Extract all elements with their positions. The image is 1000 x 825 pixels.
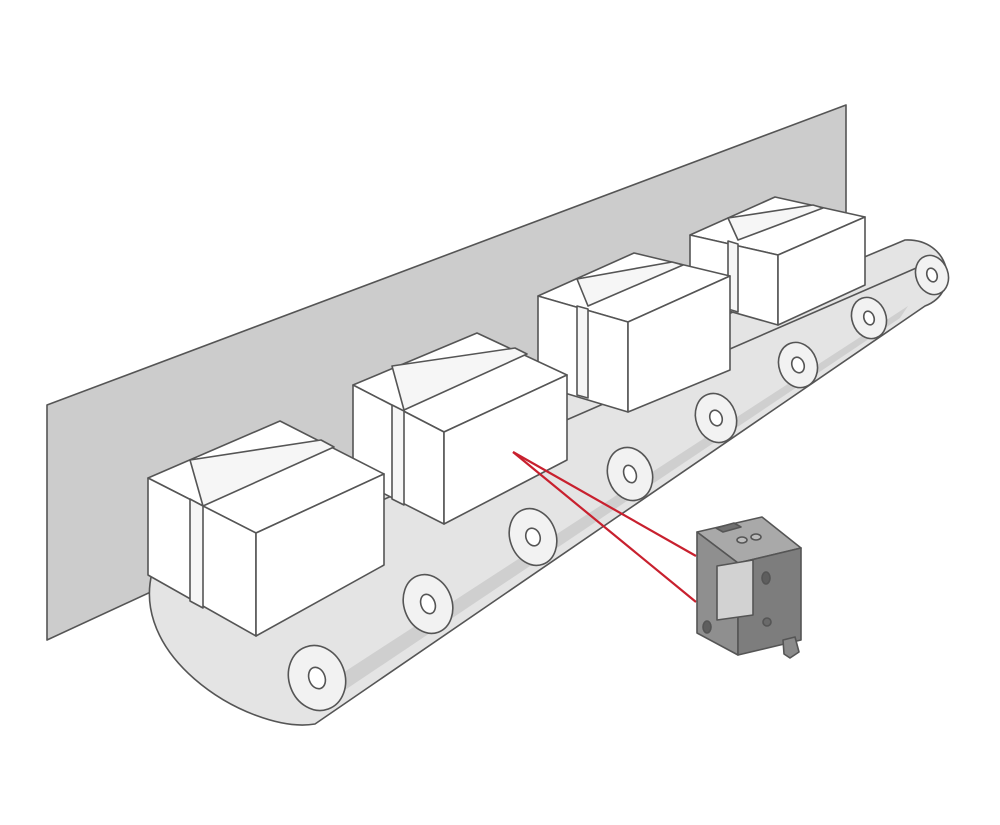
sensor-lens-window bbox=[716, 559, 754, 621]
roller-6 bbox=[777, 341, 819, 389]
belt-body bbox=[148, 239, 948, 726]
photoelectric-sensor-icon bbox=[696, 516, 802, 659]
belt-underside bbox=[330, 306, 908, 700]
sensor-screw bbox=[762, 617, 772, 627]
roller-8 bbox=[914, 254, 950, 296]
roller-7 bbox=[850, 296, 888, 340]
sensor-mount-hole-1 bbox=[702, 620, 712, 634]
beam-lower bbox=[512, 451, 697, 603]
sensor-mount-hole-2 bbox=[761, 571, 771, 585]
roller-5 bbox=[694, 392, 738, 444]
roller-1 bbox=[287, 644, 347, 712]
roller-2 bbox=[402, 573, 454, 635]
box-1 bbox=[147, 420, 385, 637]
box-2 bbox=[352, 332, 568, 525]
box-3 bbox=[537, 252, 731, 413]
sensor-cable-connector bbox=[782, 636, 800, 659]
sensor-led-1 bbox=[736, 536, 748, 544]
sensor-beams bbox=[512, 451, 697, 603]
beam-upper bbox=[512, 451, 697, 557]
roller-3 bbox=[508, 507, 558, 567]
box-4 bbox=[689, 196, 866, 326]
roller-4 bbox=[606, 446, 654, 502]
sensor-clip bbox=[715, 522, 742, 533]
sensor-led-2 bbox=[750, 533, 762, 541]
